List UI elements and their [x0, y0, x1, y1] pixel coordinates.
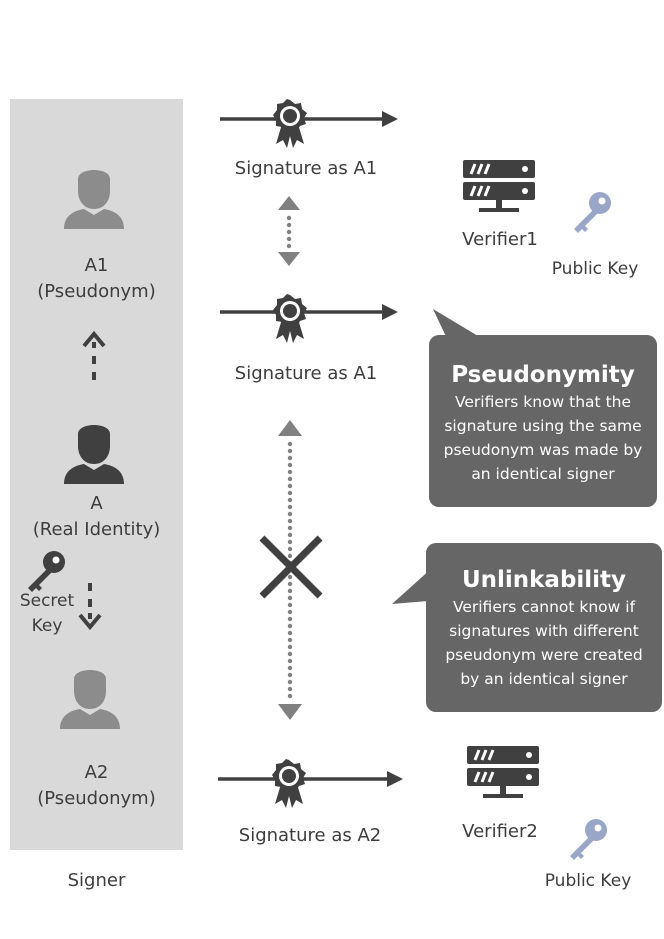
link-arrow-dot: [287, 595, 293, 601]
link-arrow-dot: [287, 644, 293, 650]
signature-arrow-2: [220, 304, 398, 320]
signature-arrow-1: [220, 111, 398, 127]
link-arrow-dot: [287, 504, 293, 510]
link-arrow-dot: [287, 665, 293, 671]
link-arrow-dot: [287, 441, 293, 447]
verifier2-server-icon: [465, 744, 541, 800]
unlinkability-callout: Unlinkability Verifiers cannot know if s…: [426, 543, 662, 712]
derive-a1-arrow: [82, 330, 106, 380]
link-arrow-dot: [287, 483, 293, 489]
verifier1-server-icon: [461, 158, 537, 214]
link-arrow-dot: [287, 455, 293, 461]
link-arrow-dot: [287, 588, 293, 594]
unlinkability-line: Verifiers cannot know if: [452, 598, 636, 616]
pseudonym-a1-sublabel: (Pseudonym): [37, 281, 156, 302]
link-arrow-dot: [287, 693, 293, 699]
link-arrow-dot: [287, 525, 293, 531]
unlinkability-line: signatures with different: [449, 622, 639, 640]
verifier1-public-key-icon: [574, 192, 611, 233]
real-identity-label: A: [90, 493, 103, 514]
pseudonym-a2-label: A2: [84, 762, 109, 783]
link-arrow-dot: [287, 532, 293, 538]
pseudonymity-line: signature using the same: [444, 417, 642, 435]
link-arrow-dot: [287, 448, 293, 454]
unlinkability-title: Unlinkability: [461, 567, 627, 593]
link-arrow-dot: [287, 637, 293, 643]
pseudonymity-callout: Pseudonymity Verifiers know that the sig…: [429, 335, 657, 507]
signature-label-3: Signature as A2: [238, 825, 382, 846]
link-arrow-dot: [287, 623, 293, 629]
pseudonymity-line: Verifiers know that the: [454, 393, 632, 411]
unlinkability-line: by an identical signer: [460, 670, 628, 688]
link-arrow-dot: [287, 616, 293, 622]
pseudonymity-title: Pseudonymity: [451, 362, 635, 388]
verifier2-public-key-icon: [570, 819, 607, 860]
link-arrow-dot: [287, 511, 293, 517]
link-arrow-short: [278, 196, 300, 266]
link-arrow-dot: [287, 630, 293, 636]
seal-icon-1: [273, 99, 307, 148]
link-arrow-dot: [287, 553, 293, 559]
derive-a2-arrow: [78, 583, 102, 631]
link-arrow-dot: [287, 581, 293, 587]
pseudonym-a1-label: A1: [84, 255, 109, 276]
verifier1-label: Verifier1: [462, 229, 538, 250]
secret-key-label-line1: Secret: [19, 591, 75, 611]
real-identity-sublabel: (Real Identity): [32, 519, 161, 540]
pseudonym-a2-person-icon: [60, 670, 120, 729]
seal-icon-3: [272, 759, 306, 808]
signature-label-1: Signature as A1: [234, 158, 378, 179]
link-arrow-dot: [287, 469, 293, 475]
link-arrow-dot: [287, 679, 293, 685]
signature-arrow-3: [218, 771, 403, 787]
pseudonym-a2-sublabel: (Pseudonym): [37, 788, 156, 809]
secret-key-label-line2: Key: [31, 616, 63, 636]
real-identity-person-icon: [64, 425, 124, 484]
link-arrow-dot: [287, 602, 293, 608]
verifier1-public-key-label: Public Key: [551, 259, 639, 279]
signer-footer-label: Signer: [67, 870, 126, 891]
secret-key-icon: [28, 551, 65, 592]
link-arrow-dot: [287, 686, 293, 692]
verifier2-public-key-label: Public Key: [544, 871, 632, 891]
link-arrow-dot: [287, 546, 293, 552]
pseudonymity-line: pseudonym was made by: [443, 441, 643, 459]
link-arrow-dot: [287, 539, 293, 545]
pseudonym-a1-person-icon: [64, 170, 124, 229]
link-arrow-dot: [287, 490, 293, 496]
unlinkability-line: pseudonym were created: [445, 646, 643, 664]
verifier2-label: Verifier2: [462, 821, 538, 842]
signature-label-2: Signature as A1: [234, 363, 378, 384]
link-arrow-dot: [287, 462, 293, 468]
seal-icon-2: [273, 294, 307, 343]
pseudonymity-line: an identical signer: [471, 465, 615, 483]
link-arrow-dot: [287, 658, 293, 664]
link-arrow-dot: [287, 574, 293, 580]
link-arrow-dot: [287, 609, 293, 615]
link-arrow-dot: [287, 476, 293, 482]
link-arrow-dot: [287, 672, 293, 678]
link-arrow-dot: [287, 651, 293, 657]
link-arrow-dot: [287, 497, 293, 503]
cross-icon: [259, 535, 323, 599]
link-arrow-dot: [287, 518, 293, 524]
